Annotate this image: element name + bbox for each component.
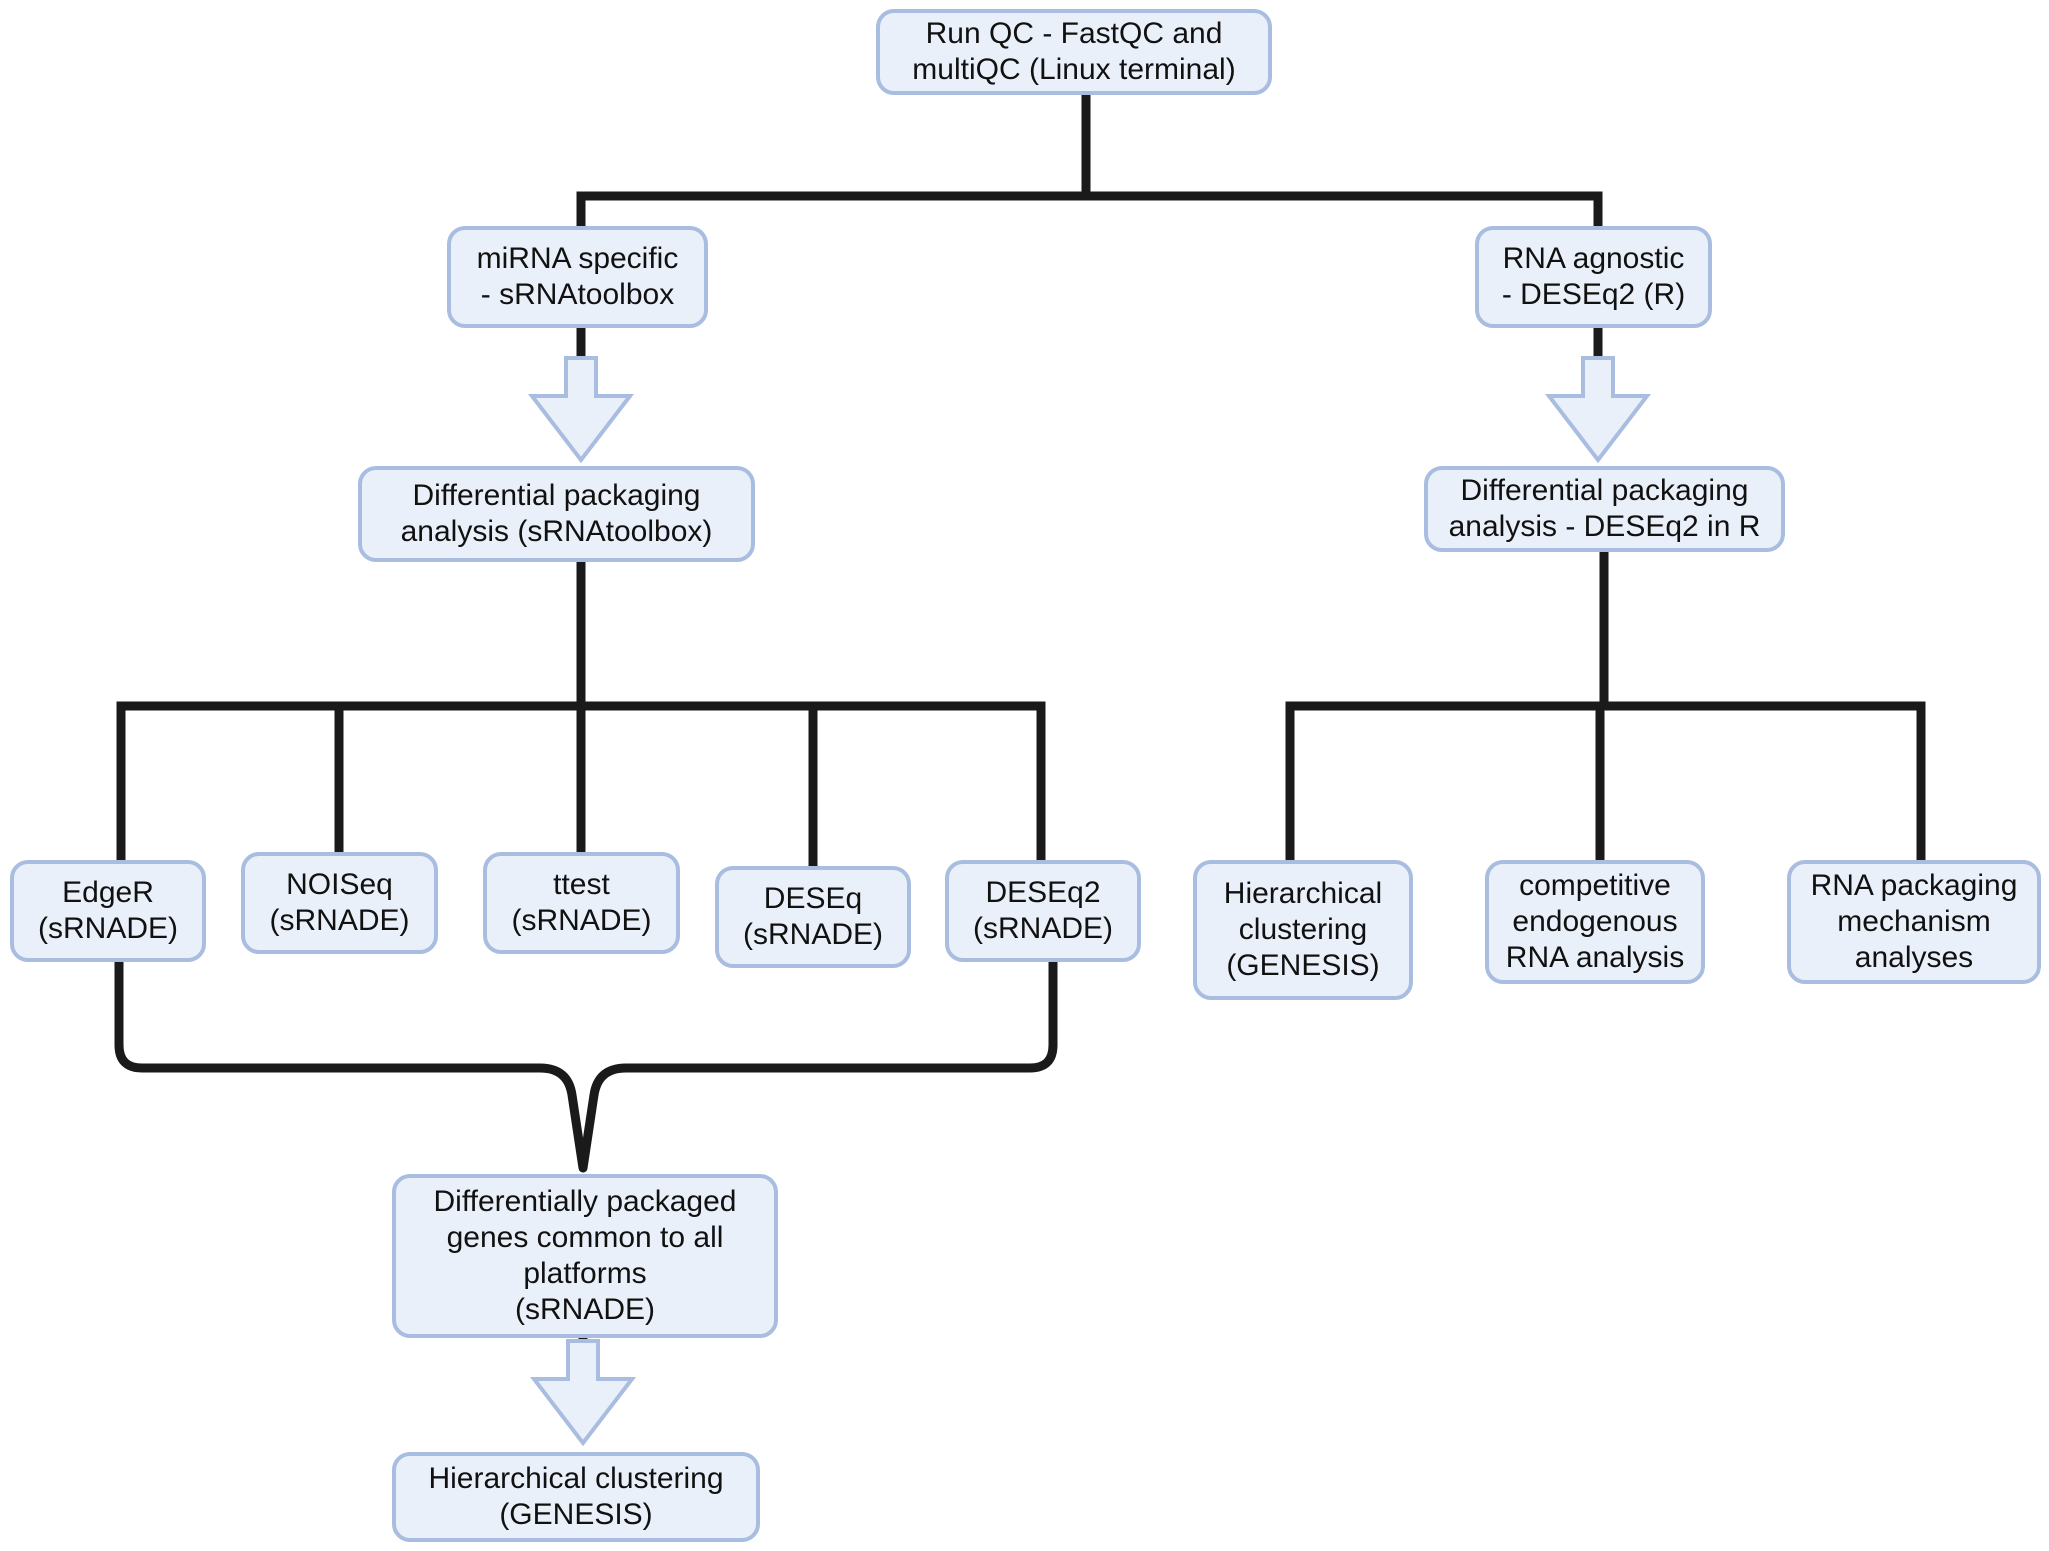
node-diff-packaging-left: Differential packaging analysis (sRNAtoo… [358,466,755,562]
node-mirna-specific: miRNA specific - sRNAtoolbox [447,226,708,328]
node-competitive-endogenous: competitive endogenous RNA analysis [1485,860,1705,984]
node-ttest: ttest (sRNADE) [483,852,680,954]
down-arrow-icon [527,356,635,464]
node-hierarchical-clustering-genesis: Hierarchical clustering (GENESIS) [1193,860,1413,1000]
down-arrow-icon [1544,356,1652,464]
node-run-qc: Run QC - FastQC and multiQC (Linux termi… [876,9,1272,95]
node-rna-agnostic: RNA agnostic - DESEq2 (R) [1475,226,1712,328]
node-noiseq: NOISeq (sRNADE) [241,852,438,954]
node-hierarchical-clustering-bottom: Hierarchical clustering (GENESIS) [392,1452,760,1542]
connector-merge-brace [114,957,1058,1173]
node-edger: EdgeR (sRNADE) [10,860,206,962]
node-diff-common: Differentially packaged genes common to … [392,1174,778,1338]
node-rna-packaging-mechanism: RNA packaging mechanism analyses [1787,860,2041,984]
node-deseq: DESEq (sRNADE) [715,866,911,968]
node-diff-packaging-right: Differential packaging analysis - DESEq2… [1424,466,1785,552]
node-deseq2: DESEq2 (sRNADE) [945,860,1141,962]
down-arrow-icon [529,1339,637,1447]
